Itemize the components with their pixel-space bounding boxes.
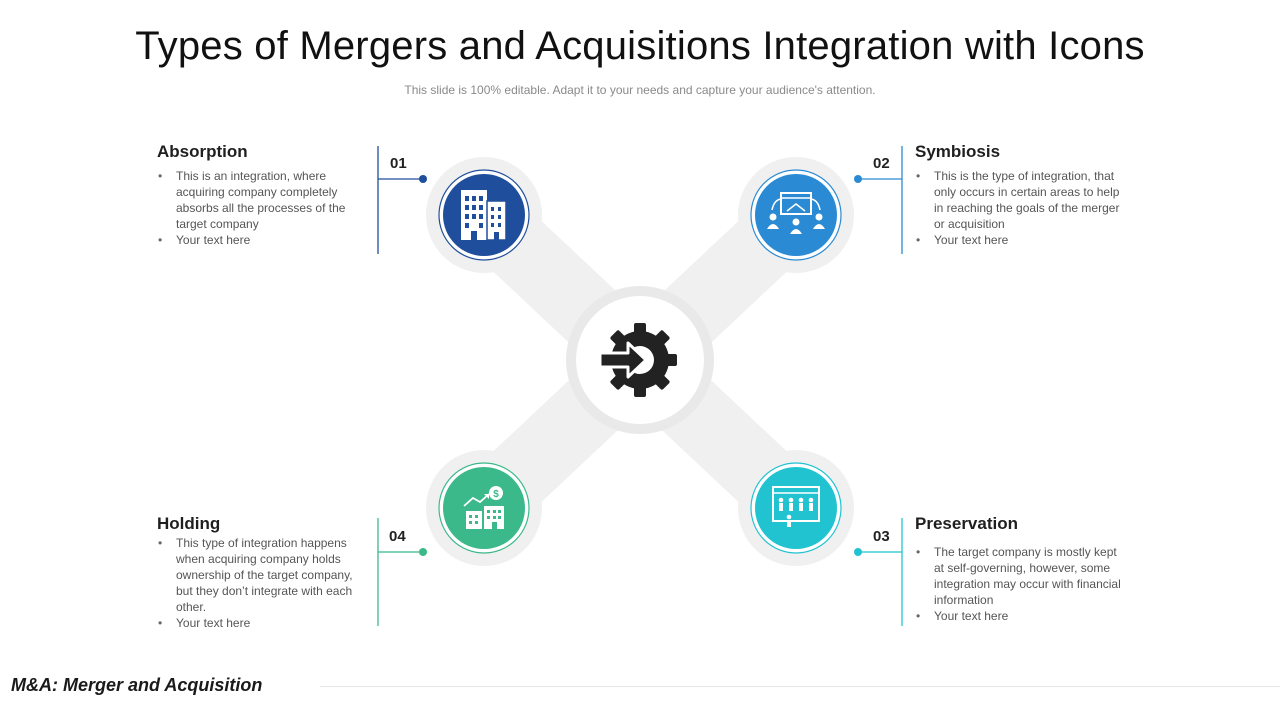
bullet-item: The target company is mostly kept at sel… [915, 544, 1127, 608]
footer-note: M&A: Merger and Acquisition [11, 675, 263, 695]
node-absorption [438, 169, 530, 261]
bullet-item: Your text here [157, 232, 362, 248]
step-number-03: 03 [873, 528, 890, 545]
callout-absorption [377, 146, 427, 254]
bullet-item: This is the type of integration, that on… [915, 168, 1120, 232]
buildings-icon [461, 190, 507, 241]
callout-holding [377, 518, 427, 626]
bullet-item: Your text here [157, 615, 367, 631]
node-holding: $ [438, 462, 530, 554]
symbiosis-bullets: This is the type of integration, that on… [915, 168, 1120, 248]
symbiosis-title: Symbiosis [915, 142, 1001, 161]
holding-title: Holding [157, 514, 221, 533]
node-symbiosis [750, 169, 842, 261]
preservation-title: Preservation [915, 514, 1018, 533]
team-board-icon [772, 486, 820, 527]
step-number-04: 04 [389, 528, 406, 545]
step-number-01: 01 [390, 155, 407, 172]
absorption-bullets: This is an integration, where acquiring … [157, 168, 362, 248]
absorption-block: Absorption This is an integration, where… [157, 142, 362, 248]
bullet-item: Your text here [915, 608, 1127, 624]
bullet-item: This type of integration happens when ac… [157, 535, 367, 615]
growth-buildings-icon: $ [463, 486, 504, 529]
gear-arrow-icon [598, 323, 677, 397]
slide-subtitle: This slide is 100% editable. Adapt it to… [404, 83, 876, 97]
absorption-title: Absorption [157, 142, 248, 161]
footer-divider [320, 686, 1280, 687]
preservation-bullets: The target company is mostly kept at sel… [915, 544, 1127, 624]
callout-symbiosis [854, 146, 903, 254]
holding-bullets: This type of integration happens when ac… [157, 535, 367, 631]
preservation-block: Preservation The target company is mostl… [915, 514, 1127, 624]
symbiosis-block: Symbiosis This is the type of integratio… [915, 142, 1120, 248]
presentation-people-icon [767, 192, 825, 234]
step-number-02: 02 [873, 155, 890, 172]
slide-title: Types of Mergers and Acquisitions Integr… [135, 24, 1145, 68]
svg-text:$: $ [493, 489, 499, 500]
bullet-item: Your text here [915, 232, 1120, 248]
callout-preservation [854, 518, 903, 626]
holding-block: Holding This type of integration happens… [157, 514, 367, 631]
bullet-item: This is an integration, where acquiring … [157, 168, 362, 232]
node-preservation [750, 462, 842, 554]
